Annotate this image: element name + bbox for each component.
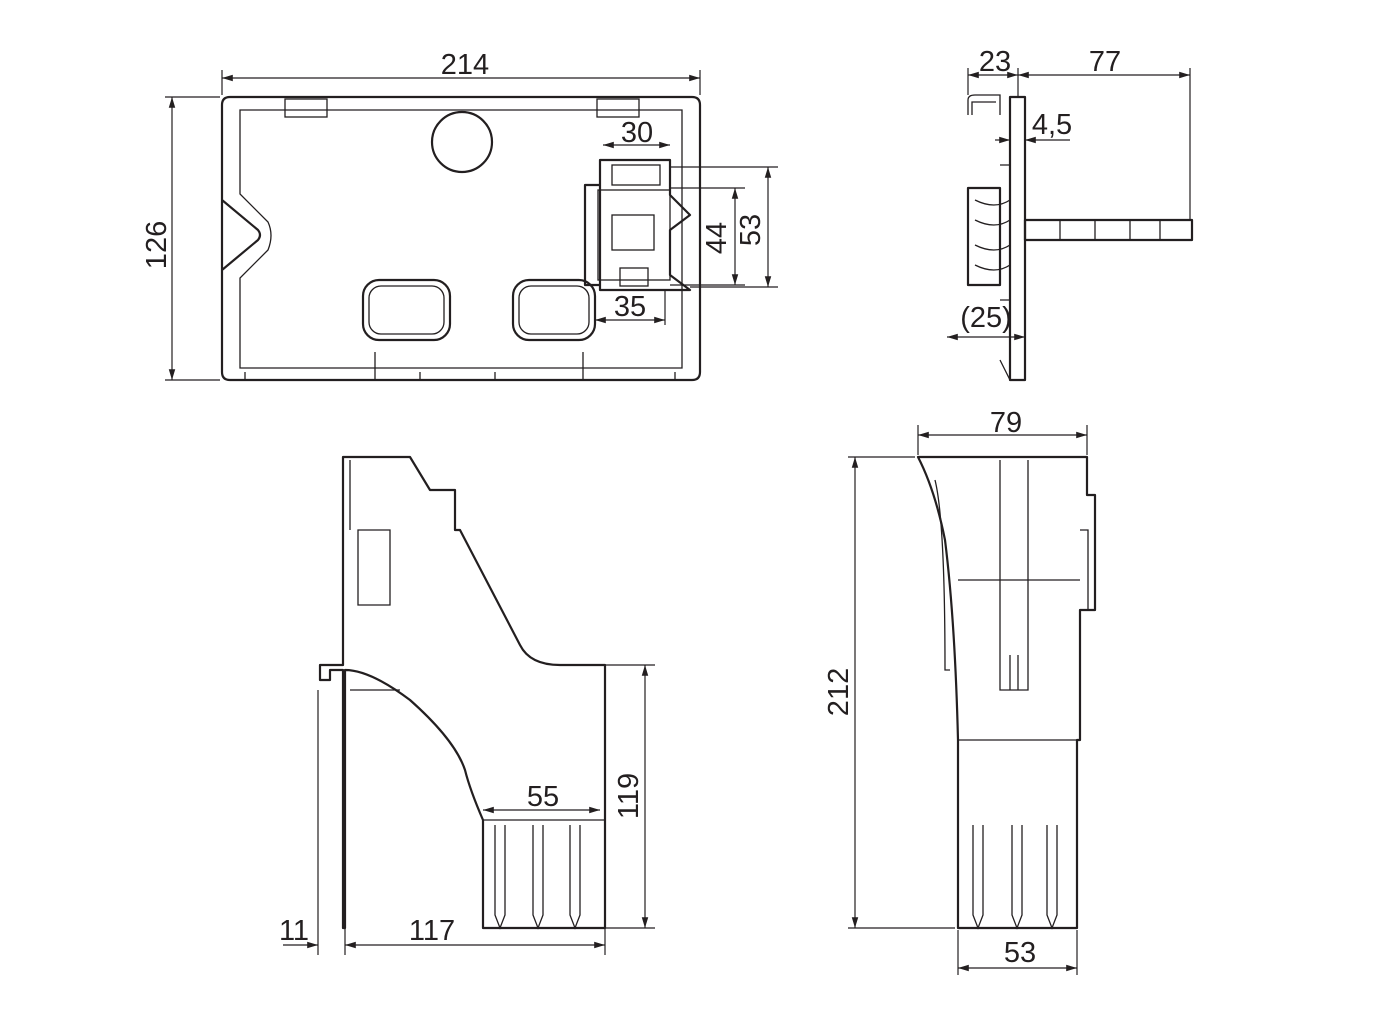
opening-right bbox=[511, 278, 597, 342]
rod bbox=[1023, 218, 1194, 242]
profile-view: 55 119 11 117 bbox=[279, 455, 655, 955]
dim-teeth: 55 bbox=[527, 781, 559, 813]
dim-mech-inner: 44 bbox=[701, 222, 733, 254]
dim-front-width: 214 bbox=[441, 49, 489, 81]
frame-outline bbox=[220, 95, 702, 382]
dim-side-depth: 23 bbox=[979, 46, 1011, 78]
frame-inner bbox=[239, 109, 683, 369]
dim-profile-lower: 119 bbox=[613, 773, 645, 819]
dim-funnel-bottom: 53 bbox=[1004, 937, 1036, 969]
hinge-right bbox=[596, 98, 640, 118]
hinge-left bbox=[284, 98, 328, 118]
side-view: 23 77 4,5 (25) bbox=[947, 46, 1194, 382]
dim-funnel-top: 79 bbox=[990, 407, 1022, 439]
dim-front-height: 126 bbox=[141, 221, 173, 269]
dim-profile-base: 117 bbox=[409, 915, 455, 947]
dim-mech-outer: 53 bbox=[735, 214, 767, 246]
dim-mech-top: 30 bbox=[621, 117, 653, 149]
dim-mech-bottom: 35 bbox=[614, 291, 646, 323]
mechanism bbox=[583, 158, 692, 292]
dim-profile-offset: 11 bbox=[279, 915, 309, 947]
round-opening bbox=[430, 110, 494, 174]
dim-funnel-height: 212 bbox=[823, 668, 855, 716]
dim-side-frame: (25) bbox=[960, 302, 1012, 334]
funnel-view: 79 212 53 bbox=[823, 407, 1097, 975]
dim-side-plate: 4,5 bbox=[1032, 109, 1072, 141]
opening-left bbox=[361, 278, 452, 342]
front-view: 214 126 30 44 53 35 bbox=[141, 49, 778, 382]
dim-side-rod: 77 bbox=[1089, 46, 1121, 78]
